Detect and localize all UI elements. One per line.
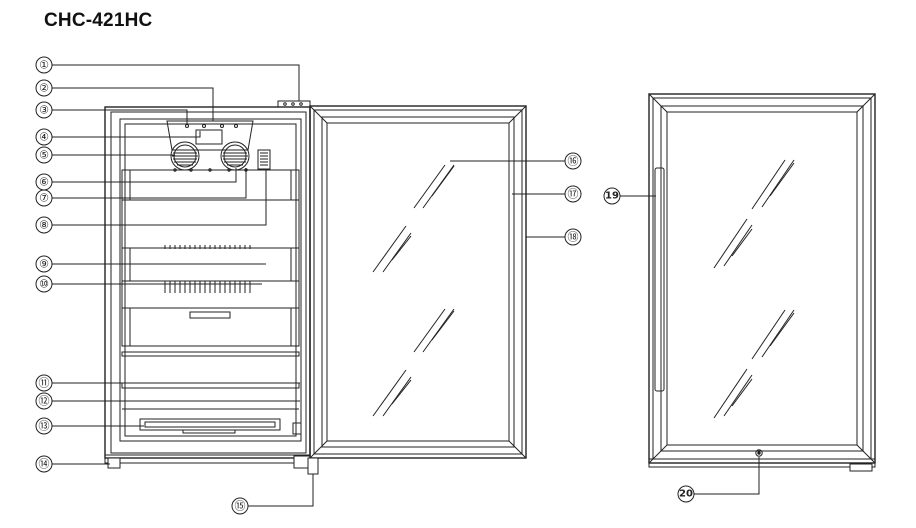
callout-labels: ① ② ③ ④ ⑤ ⑥ ⑦ ⑧ ⑨ ⑩ ⑪ ⑫ ⑬ ⑭ ⑮ ⑯ ⑰ ⑱ 19 2… <box>39 59 693 513</box>
callout-16: ⑯ <box>568 155 579 168</box>
callout-18: ⑱ <box>568 231 579 244</box>
callout-20: 20 <box>679 489 693 500</box>
callout-2: ② <box>39 82 49 95</box>
callout-12: ⑫ <box>39 395 50 408</box>
leader-lines <box>52 64 760 507</box>
door-glass-reflections <box>372 164 455 417</box>
callout-19: 19 <box>605 191 619 202</box>
callout-7: ⑦ <box>39 192 49 205</box>
front-glass-reflections <box>713 159 795 419</box>
callout-4: ④ <box>39 131 49 144</box>
callout-6: ⑥ <box>39 176 49 189</box>
callout-5: ⑤ <box>39 149 49 162</box>
cooling-fan-module <box>166 120 271 172</box>
rear-vent-grilles <box>164 245 251 293</box>
callout-13: ⑬ <box>39 420 50 433</box>
callout-10: ⑩ <box>39 278 49 291</box>
callout-14: ⑭ <box>39 458 50 471</box>
callout-circles <box>35 56 695 515</box>
callout-8: ⑧ <box>39 219 49 232</box>
callout-17: ⑰ <box>568 188 579 201</box>
callout-15: ⑮ <box>235 500 246 513</box>
drip-tray <box>139 418 302 435</box>
cabinet-closed-view <box>648 93 876 472</box>
callout-3: ③ <box>39 104 49 117</box>
callout-11: ⑪ <box>39 377 50 390</box>
glass-door-open <box>307 105 527 475</box>
model-title: CHC-421HC <box>44 10 153 31</box>
callout-1: ① <box>39 59 49 72</box>
callout-9: ⑨ <box>39 258 49 271</box>
